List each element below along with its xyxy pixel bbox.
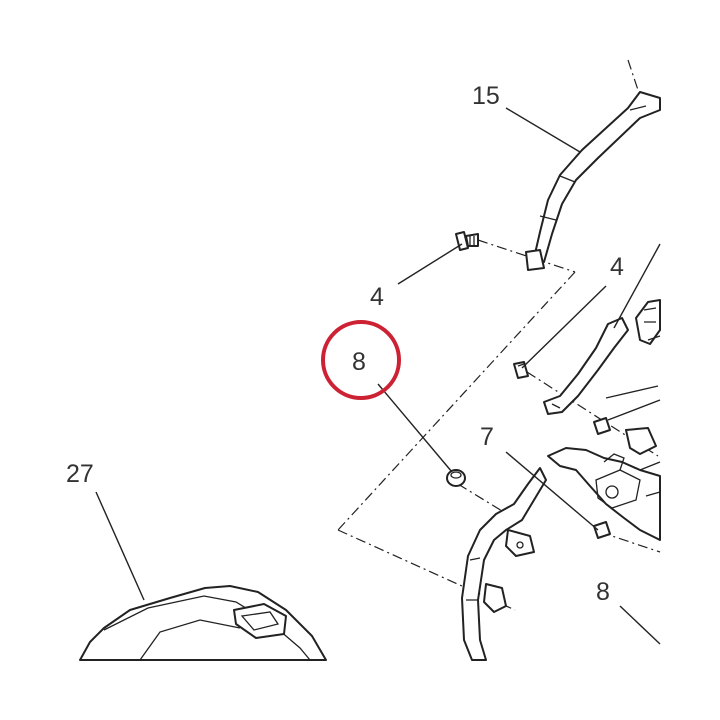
- tubular-frame[interactable]: [461, 467, 547, 661]
- highlight-ring: [321, 320, 401, 400]
- leader-27: [95, 491, 145, 601]
- leader-4-middle: [521, 285, 607, 369]
- part-27-cover[interactable]: [79, 585, 327, 661]
- callout-8-highlighted[interactable]: 8: [352, 348, 366, 376]
- guide-line-screw-to-bracket: [477, 239, 576, 273]
- part-8-knob[interactable]: [446, 469, 466, 487]
- leader-15: [505, 107, 581, 153]
- callout-15[interactable]: 15: [472, 82, 500, 110]
- leader-7: [505, 451, 599, 531]
- callout-27[interactable]: 27: [66, 460, 94, 488]
- leader-8-lower: [619, 605, 661, 645]
- callout-4-middle[interactable]: 4: [610, 253, 624, 281]
- leader-8-knob: [377, 383, 453, 473]
- callout-8-lower[interactable]: 8: [596, 578, 610, 606]
- bolts-right[interactable]: [593, 417, 611, 539]
- callout-4-top[interactable]: 4: [370, 283, 384, 311]
- leader-lines: [95, 107, 661, 645]
- guide-line-top: [627, 59, 641, 97]
- partial-part-right-edge: [605, 335, 661, 399]
- part-7-handlebar-assembly[interactable]: [547, 427, 661, 541]
- part-4-screw-top[interactable]: [455, 231, 479, 251]
- callout-7[interactable]: 7: [480, 423, 494, 451]
- part-15-lever[interactable]: [525, 91, 661, 271]
- guide-line-diagonal: [337, 271, 576, 531]
- leader-4-top: [397, 243, 463, 285]
- leader-right-bolt: [607, 399, 661, 421]
- leader-right-top: [613, 243, 661, 329]
- bracket-assembly[interactable]: [543, 299, 661, 415]
